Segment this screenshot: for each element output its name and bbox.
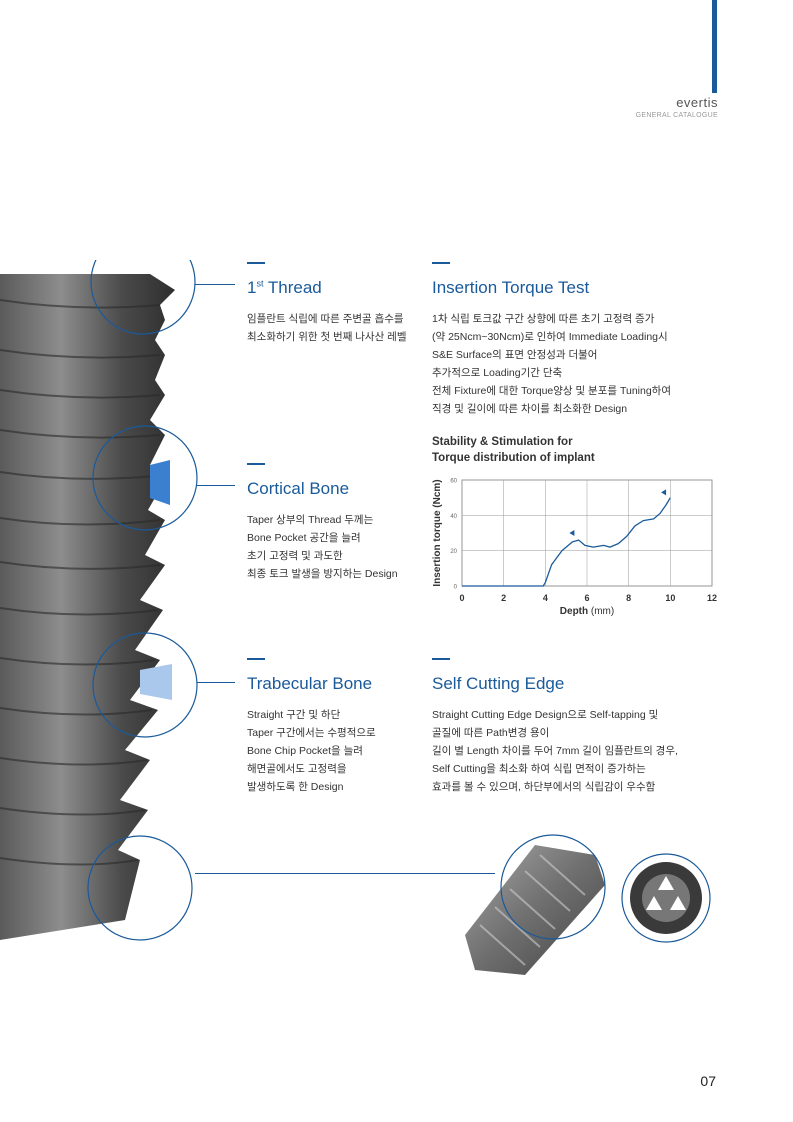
callout-line-first-thread: [195, 284, 235, 285]
x-tick-label: 2: [501, 593, 506, 603]
section-title: 1st Thread: [247, 278, 322, 297]
data-marker: [569, 530, 575, 536]
section-title: Trabecular Bone: [247, 674, 373, 693]
section-title: Cortical Bone: [247, 479, 350, 498]
x-tick-label: 8: [626, 593, 631, 603]
implant-illustration: [0, 260, 198, 941]
section-body: Taper 상부의 Thread 두께는 Bone Pocket 공간을 늘려 …: [247, 514, 398, 580]
callout-line-trabecular: [197, 682, 235, 683]
brand-block: evertis GENERAL CATALOGUE: [636, 95, 718, 119]
y-tick-label: 40: [450, 514, 457, 520]
x-tick-label: 4: [543, 593, 548, 603]
y-tick-label: 0: [454, 585, 458, 591]
section-body: Straight Cutting Edge Design으로 Self-tapp…: [432, 709, 678, 793]
section-body: 임플란트 식립에 따른 주변골 흡수를 최소화하기 위한 첫 번째 나사산 레벨: [247, 313, 407, 343]
section-trabecular-bone: Trabecular Bone Straight 구간 및 하단 Taper 구…: [247, 658, 427, 796]
page-number: 07: [700, 1073, 716, 1089]
section-cortical-bone: Cortical Bone Taper 상부의 Thread 두께는 Bone …: [247, 463, 427, 583]
section-dash: [247, 463, 265, 465]
x-tick-label: 10: [665, 593, 675, 603]
section-title: Insertion Torque Test: [432, 278, 590, 297]
brand-subtitle: GENERAL CATALOGUE: [635, 112, 718, 119]
section-dash: [247, 262, 265, 264]
section-dash: [247, 658, 265, 660]
y-tick-label: 20: [450, 549, 457, 555]
x-axis-unit: (mm): [591, 606, 614, 617]
callout-line-cortical: [197, 485, 235, 486]
section-first-thread: 1st Thread 임플란트 식립에 따른 주변골 흡수를 최소화하기 위한 …: [247, 262, 427, 346]
callout-line-self-cutting: [195, 873, 495, 874]
implant-end-view-image: [621, 853, 711, 943]
section-dash: [432, 658, 450, 660]
implant-render-image: [465, 834, 606, 975]
section-body: 1차 식립 토크값 구간 상향에 따른 초기 고정력 증가 (약 25Ncm~3…: [432, 313, 671, 415]
x-tick-label: 12: [707, 593, 717, 603]
top-accent-bar: [712, 0, 717, 93]
y-tick-label: 60: [450, 479, 457, 485]
y-axis-label: Insertion torque (Ncm): [432, 479, 443, 586]
section-dash: [432, 262, 450, 264]
chart-title: Stability & Stimulation for Torque distr…: [432, 436, 595, 464]
series-line: [462, 497, 671, 587]
section-self-cutting-edge: Self Cutting Edge Straight Cutting Edge …: [432, 658, 732, 796]
section-body: Straight 구간 및 하단 Taper 구간에서는 수평적으로 Bone …: [247, 709, 376, 793]
data-marker: [661, 489, 667, 496]
x-tick-label: 0: [459, 593, 464, 603]
section-title: Self Cutting Edge: [432, 674, 565, 693]
x-tick-label: 6: [584, 593, 589, 603]
x-axis-label: Depth (mm): [560, 606, 614, 617]
section-insertion-torque: Insertion Torque Test 1차 식립 토크값 구간 상향에 따…: [432, 262, 732, 418]
brand-name: evertis: [676, 95, 718, 110]
